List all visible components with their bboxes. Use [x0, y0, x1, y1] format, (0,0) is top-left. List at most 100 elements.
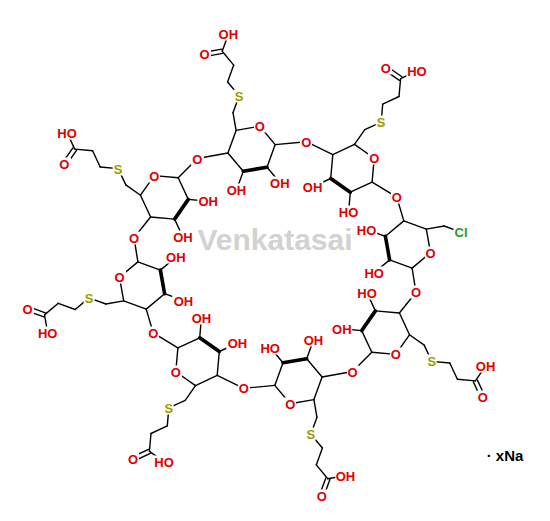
acid-hydroxyl: HO — [56, 126, 78, 139]
salt-label: · xNa — [486, 448, 525, 463]
bond-line — [196, 375, 218, 385]
bond-line — [316, 465, 328, 479]
carbonyl-oxygen: O — [22, 302, 34, 315]
hydroxyl-label: HO — [356, 286, 378, 299]
bond-line — [362, 331, 372, 353]
hydroxyl-label: OH — [173, 294, 195, 307]
glycosidic-oxygen: O — [238, 382, 250, 395]
hydroxyl-label: OH — [269, 176, 291, 189]
bond-line — [399, 313, 409, 335]
bond-line — [331, 155, 333, 179]
ring-oxygen: O — [254, 120, 266, 133]
sulfur-atom: S — [84, 291, 95, 304]
bond-line — [390, 260, 413, 268]
bond-line — [228, 65, 234, 82]
bond-line — [106, 301, 124, 304]
bond-line — [275, 363, 283, 386]
bond-line — [314, 377, 322, 400]
hydroxyl-label: HO — [363, 266, 385, 279]
hydroxyl-label: OH — [303, 333, 325, 346]
bond-line — [146, 294, 164, 309]
bond-line — [283, 359, 307, 363]
ring-oxygen: O — [390, 348, 402, 361]
glycosidic-oxygen: O — [391, 191, 403, 204]
bond-line — [75, 149, 93, 151]
glycosidic-oxygen: O — [147, 326, 159, 339]
ring-oxygen: O — [170, 365, 182, 378]
bond-line — [333, 144, 355, 154]
sulfur-atom: S — [234, 89, 245, 102]
bond-line — [404, 221, 427, 229]
carbonyl-oxygen: O — [380, 62, 392, 75]
bond-line — [151, 426, 167, 434]
bond-line — [399, 79, 401, 97]
bond-line — [175, 199, 189, 219]
bond-line — [124, 301, 147, 309]
glycosidic-oxygen: O — [300, 135, 312, 148]
bond-line — [385, 236, 389, 260]
carbonyl-oxygen: O — [58, 157, 70, 170]
hydroxyl-label: OH — [227, 337, 249, 350]
ring-oxygen: O — [368, 152, 380, 165]
glycosidic-oxygen: O — [128, 231, 140, 244]
acid-hydroxyl: OH — [475, 360, 497, 373]
acid-hydroxyl: OH — [335, 469, 357, 482]
sulfur-atom: S — [163, 401, 174, 414]
sulfur-atom: S — [113, 162, 124, 175]
glycosidic-oxygen: O — [191, 152, 203, 165]
bond-line — [314, 400, 317, 418]
sulfur-atom: S — [305, 428, 316, 441]
hydroxyl-label: OH — [191, 311, 213, 324]
bond-line — [383, 97, 399, 105]
bond-line — [222, 51, 234, 65]
carbonyl-oxygen: O — [316, 489, 328, 502]
sulfur-atom: S — [376, 116, 387, 129]
bond-line — [141, 195, 151, 217]
chlorine-atom: Cl — [454, 226, 469, 239]
hydroxyl-label: HO — [259, 341, 281, 354]
bond-line — [385, 221, 403, 236]
bond-line — [217, 352, 219, 376]
ring-oxygen: O — [424, 246, 436, 259]
bond-line — [178, 338, 200, 348]
bond-line — [375, 311, 399, 313]
hydroxyl-label: HO — [338, 206, 360, 219]
bond-line — [243, 167, 267, 171]
bond-line — [331, 179, 351, 193]
bond-line — [58, 303, 75, 309]
hydroxyl-label: OH — [331, 322, 353, 335]
carbonyl-oxygen: O — [198, 48, 210, 61]
bond-line — [149, 434, 151, 452]
hydroxyl-label: OH — [302, 180, 324, 193]
carbonyl-oxygen: O — [127, 453, 139, 466]
bond-line — [45, 303, 59, 315]
ring-oxygen: O — [148, 169, 160, 182]
bond-line — [426, 226, 444, 229]
bond-line — [362, 311, 376, 331]
bond-line — [350, 182, 372, 192]
bond-line — [200, 338, 220, 352]
hydroxyl-label: OH — [172, 231, 194, 244]
bond-line — [316, 448, 322, 465]
hydroxyl-label: OH — [197, 195, 219, 208]
bond-line — [185, 386, 195, 401]
acid-hydroxyl: HO — [153, 455, 175, 468]
bond-line — [151, 217, 175, 219]
ring-oxygen: O — [113, 271, 125, 284]
acid-hydroxyl: HO — [406, 65, 428, 78]
hydroxyl-label: OH — [226, 184, 248, 197]
bond-line — [160, 270, 164, 294]
bond-line — [178, 178, 188, 200]
ring-oxygen: O — [284, 397, 296, 410]
bond-line — [457, 379, 475, 381]
bond-line — [228, 130, 236, 153]
bond-line — [355, 130, 365, 145]
glycosidic-oxygen: O — [347, 365, 359, 378]
acid-hydroxyl: OH — [218, 28, 240, 41]
sulfur-atom: S — [426, 355, 437, 368]
bond-line — [228, 153, 243, 171]
bond-line — [93, 151, 101, 167]
bond-line — [307, 359, 322, 377]
